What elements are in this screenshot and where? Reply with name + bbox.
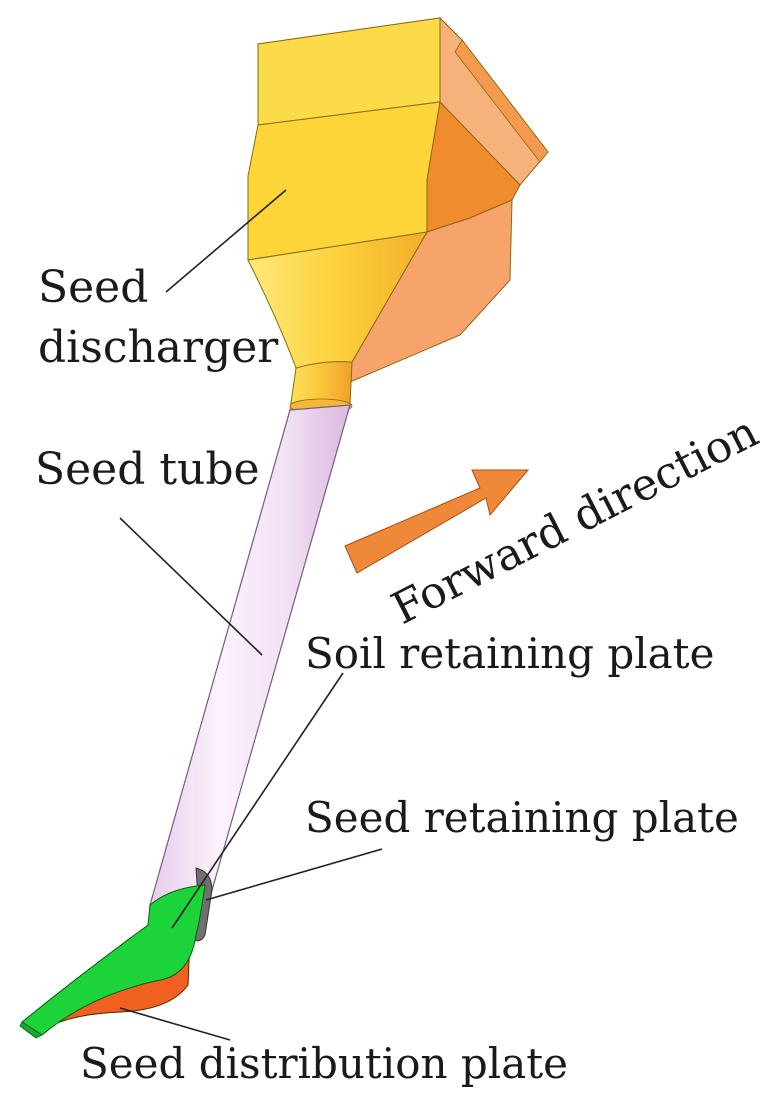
soil-retaining-plate-lip: [19, 1021, 43, 1039]
label-soil-retaining-plate: Soil retaining plate: [305, 629, 714, 678]
soil-retaining-plate-shape: [21, 884, 206, 1036]
label-seed-distribution-plate: Seed distribution plate: [80, 1039, 568, 1088]
leader-seed-distribution-plate: [119, 1007, 231, 1041]
leader-seed-retaining-plate: [205, 848, 383, 901]
forward-direction-arrow: [344, 469, 530, 574]
leader-seed-discharger: [165, 189, 287, 293]
furrow-opener: [19, 867, 213, 1039]
discharger-edge-strip: [454, 39, 549, 163]
label-seed-discharger-line2: discharger: [38, 322, 279, 373]
arrow-shape: [344, 469, 530, 574]
seed-discharger: [247, 16, 549, 414]
label-seed-tube: Seed tube: [35, 444, 260, 495]
label-seed-retaining-plate: Seed retaining plate: [305, 793, 739, 842]
leader-seed-tube: [119, 517, 263, 656]
label-seed-discharger-line1: Seed: [38, 262, 148, 313]
leader-soil-retaining-plate: [171, 672, 344, 929]
